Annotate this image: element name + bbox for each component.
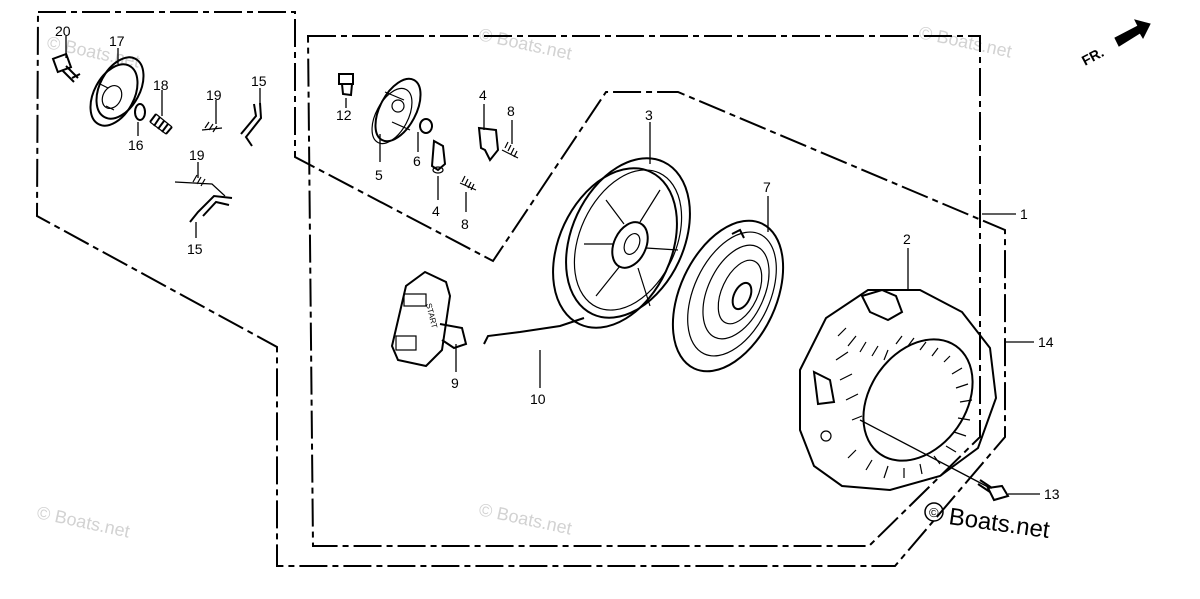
watermark-3: © Boats.net xyxy=(917,22,1013,61)
part-10-starter-rope xyxy=(483,317,585,345)
label-part-4-upper: 4 xyxy=(479,87,487,103)
label-part-3: 3 xyxy=(645,107,653,123)
part-15-hook-lower xyxy=(189,194,233,223)
label-part-4-lower: 4 xyxy=(432,203,440,219)
watermarks: © Boats.net © Boats.net © Boats.net © Bo… xyxy=(35,22,1013,541)
label-part-19-upper: 19 xyxy=(206,87,222,103)
part-8-spring-upper xyxy=(501,141,519,159)
label-part-6: 6 xyxy=(413,153,421,169)
assembly-boundary-1 xyxy=(306,35,981,547)
part-3-starter-reel xyxy=(552,157,691,329)
part-18-spring xyxy=(149,113,173,135)
part-4-ratchet-lower xyxy=(430,139,447,174)
part-9-starter-grip: START xyxy=(390,270,468,368)
part-17-ratchet-pulley xyxy=(89,56,145,127)
front-arrow-icon xyxy=(1114,19,1151,47)
label-part-7: 7 xyxy=(763,179,771,195)
label-part-13: 13 xyxy=(1044,486,1060,502)
label-part-5: 5 xyxy=(375,167,383,183)
part-13-flange-bolt xyxy=(977,479,1010,502)
label-part-15-lower: 15 xyxy=(187,241,203,257)
label-part-17: 17 xyxy=(109,33,125,49)
part-8-spring-lower xyxy=(459,175,477,191)
copyright-icon xyxy=(924,502,944,522)
part-7-spiral-spring xyxy=(671,219,785,373)
brand-text: Boats.net xyxy=(947,503,1052,544)
part-20-bolt xyxy=(51,52,81,83)
part-4-ratchet-upper xyxy=(477,126,500,162)
label-part-19-lower: 19 xyxy=(189,147,205,163)
part-19-spring-upper xyxy=(201,121,223,133)
watermark-2: © Boats.net xyxy=(477,24,573,63)
part-16-washer xyxy=(134,103,146,121)
label-part-15-upper: 15 xyxy=(251,73,267,89)
label-part-12: 12 xyxy=(336,107,352,123)
label-part-1: 1 xyxy=(1020,206,1028,222)
label-part-14: 14 xyxy=(1038,334,1054,350)
watermark-5: © Boats.net xyxy=(477,499,573,538)
assembly-boundary-14 xyxy=(35,11,1006,567)
part-number-labels: 20 17 18 16 19 15 19 15 12 5 6 4 8 4 8 3… xyxy=(55,23,1060,502)
label-part-8-upper: 8 xyxy=(507,103,515,119)
part-5-ratchet-plate xyxy=(371,77,422,145)
grip-start-text: START xyxy=(424,302,439,329)
watermark-4: © Boats.net xyxy=(35,502,131,541)
part-12-bolt xyxy=(338,73,354,97)
label-part-10: 10 xyxy=(530,391,546,407)
front-label: FR. xyxy=(1079,44,1106,69)
label-part-8-lower: 8 xyxy=(461,216,469,232)
label-part-20: 20 xyxy=(55,23,71,39)
label-part-16: 16 xyxy=(128,137,144,153)
part-19-spring-lower xyxy=(174,174,226,197)
part-15-hook-upper xyxy=(240,102,263,147)
leader-lines xyxy=(65,36,1040,495)
part-2-starter-case xyxy=(799,288,998,492)
label-part-2: 2 xyxy=(903,231,911,247)
label-part-18: 18 xyxy=(153,77,169,93)
copyright-symbol: © xyxy=(929,505,939,520)
label-part-9: 9 xyxy=(451,375,459,391)
part-6-washer xyxy=(419,118,433,134)
front-direction-indicator: FR. xyxy=(1079,19,1151,69)
